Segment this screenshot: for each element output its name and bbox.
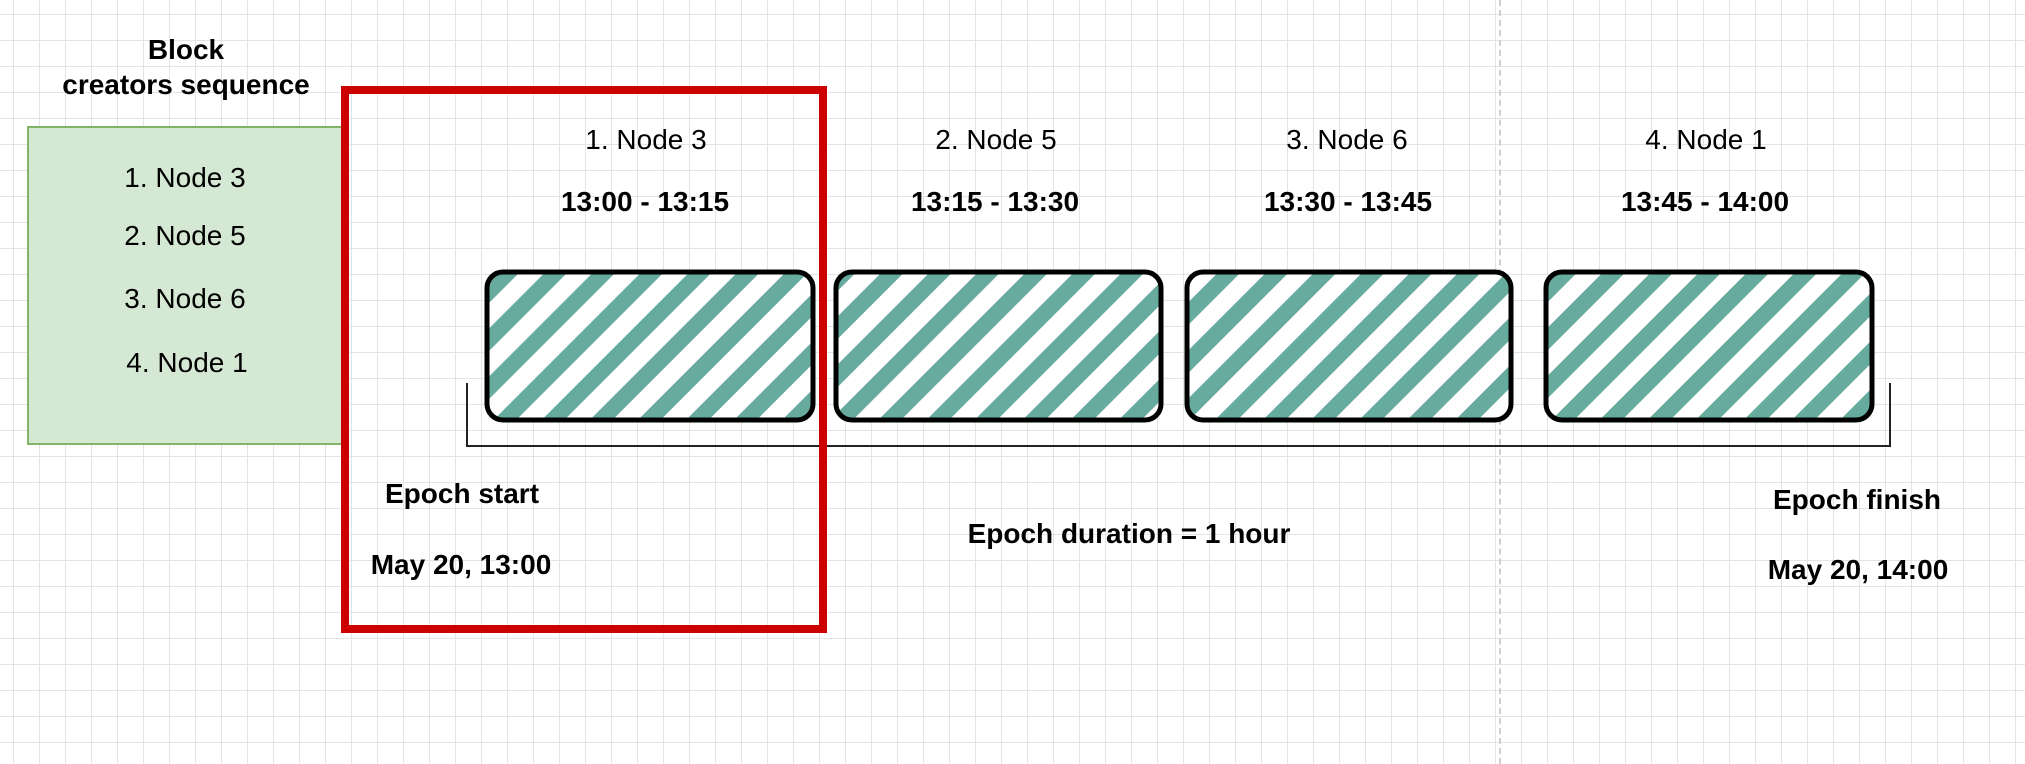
slot-time: 13:30 - 13:45: [1263, 186, 1433, 217]
sequence-item: 1. Node 3: [124, 162, 246, 193]
slot-time: 13:00 - 13:15: [560, 186, 730, 217]
sequence-title-line2: creators sequence: [62, 69, 310, 100]
slot-block: [484, 269, 816, 423]
sequence-item: 3. Node 6: [124, 283, 246, 314]
slot-block: [1543, 269, 1875, 423]
slot-time: 13:45 - 14:00: [1620, 186, 1790, 217]
highlight-frame: [341, 86, 827, 633]
slot-label: 4. Node 1: [1645, 124, 1767, 155]
slot-block: [833, 269, 1164, 423]
epoch-duration-label: Epoch duration = 1 hour: [967, 518, 1291, 549]
sequence-title-line1: Block: [147, 34, 225, 65]
epoch-start-label: Epoch start: [384, 478, 540, 509]
epoch-finish-label: Epoch finish: [1773, 484, 1941, 515]
sequence-item: 4. Node 1: [126, 347, 248, 378]
slot-label: 1. Node 3: [585, 124, 707, 155]
slot-label: 3. Node 6: [1286, 124, 1408, 155]
epoch-start-date: May 20, 13:00: [370, 549, 552, 580]
epoch-finish-date: May 20, 14:00: [1767, 554, 1949, 585]
sequence-box: [27, 126, 344, 445]
slot-block: [1184, 269, 1514, 423]
slot-label: 2. Node 5: [935, 124, 1057, 155]
epoch-bracket: [466, 383, 1891, 447]
sequence-item: 2. Node 5: [124, 220, 246, 251]
slot-time: 13:15 - 13:30: [910, 186, 1080, 217]
